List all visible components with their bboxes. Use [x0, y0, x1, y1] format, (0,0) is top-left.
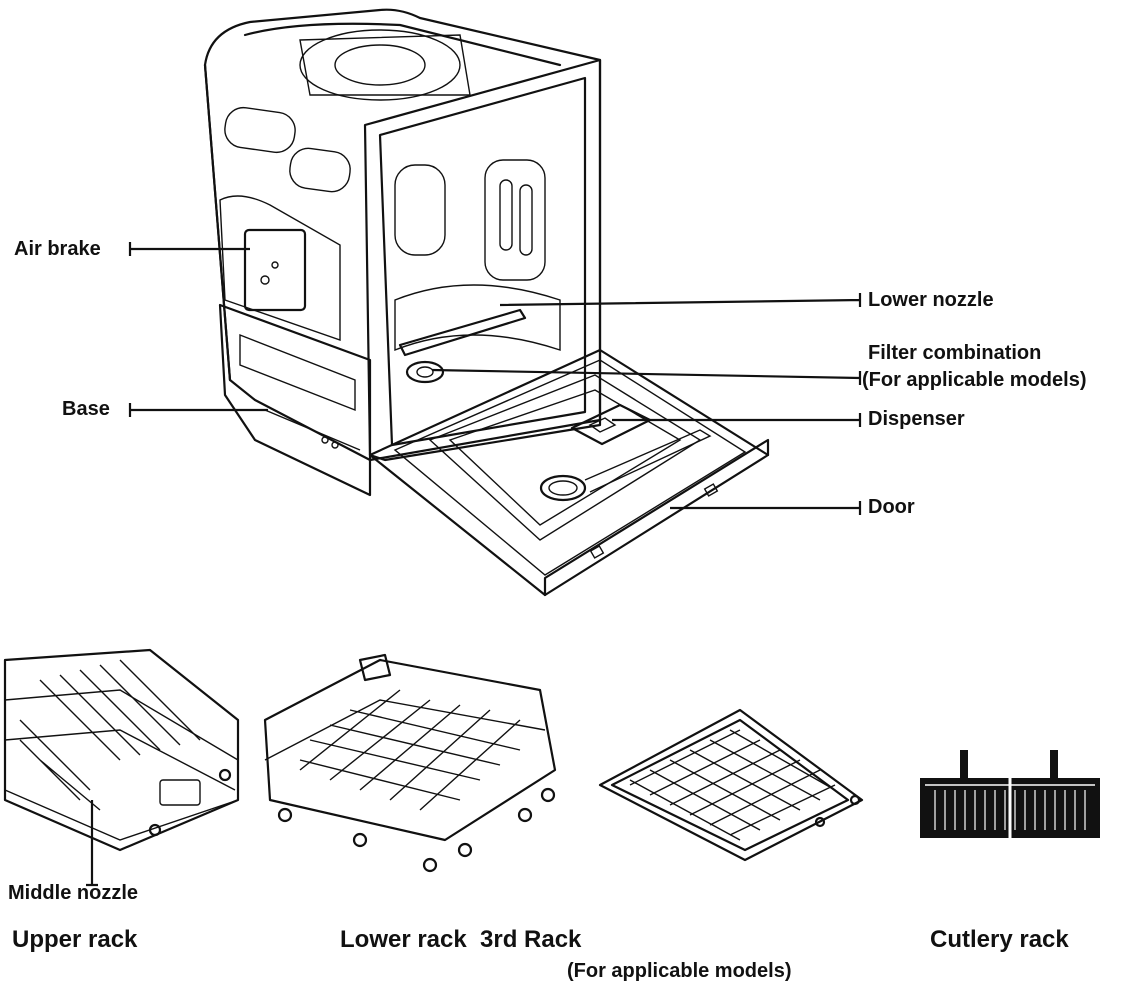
filter-applicable-models-note: (For applicable models)	[862, 369, 1087, 391]
lower-nozzle-label: Lower nozzle	[868, 289, 994, 311]
door-label: Door	[868, 496, 915, 518]
dishwasher-door	[368, 348, 770, 597]
lower-rack-illustration	[263, 653, 557, 873]
third-rack-illustration	[598, 708, 864, 862]
dispenser-label: Dispenser	[868, 408, 965, 430]
cutlery-rack-caption: Cutlery rack	[930, 926, 1069, 953]
upper-rack-caption: Upper rack	[12, 926, 138, 953]
cutlery-rack-illustration	[920, 750, 1100, 838]
third-rack-applicable-models-note: (For applicable models)	[567, 960, 792, 982]
dishwasher-body	[203, 8, 602, 497]
middle-nozzle-label: Middle nozzle	[8, 882, 138, 904]
upper-rack-illustration	[3, 648, 240, 852]
base-label: Base	[62, 398, 110, 420]
filter-combination-label: Filter combination	[868, 342, 1042, 364]
leader-lines	[86, 242, 862, 887]
air-brake-label: Air brake	[14, 238, 101, 260]
lower-rack-caption: Lower rack	[340, 926, 467, 953]
third-rack-caption: 3rd Rack	[480, 926, 582, 953]
